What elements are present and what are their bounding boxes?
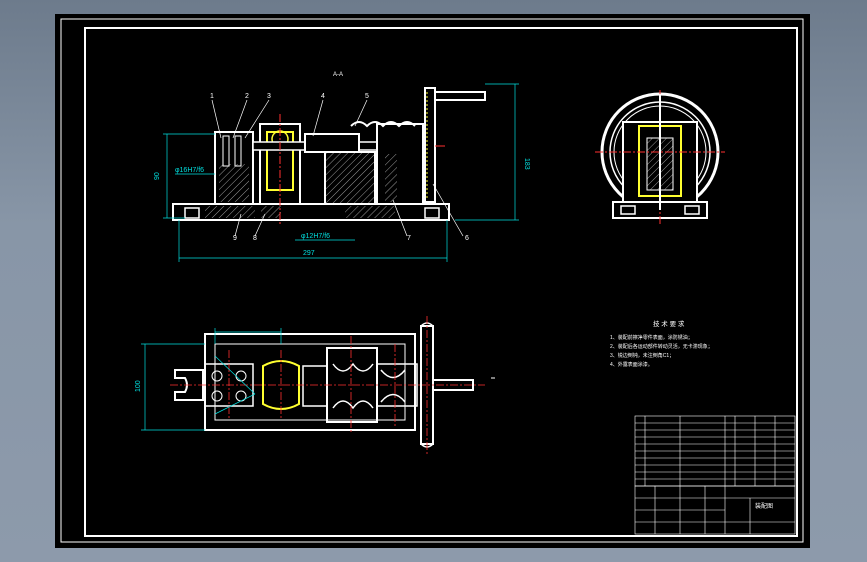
dim-plan-width: 100 xyxy=(135,380,142,392)
section-label: A-A xyxy=(333,72,343,78)
balloon-3: 3 xyxy=(267,93,271,100)
outer-frame xyxy=(60,18,804,543)
drawing-name: 装配图 xyxy=(755,502,773,510)
top-clamp xyxy=(174,369,204,401)
front-dimensions: 90 φ16H7/f6 183 297 φ12H7/f6 xyxy=(154,83,530,262)
technical-requirements: 技 术 要 求 1、装配前擦净零件表面，涂防锈油； 2、装配后各运动部件转动灵活… xyxy=(610,319,713,368)
balloon-9: 9 xyxy=(233,235,237,242)
tech-req-item-2: 2、装配后各运动部件转动灵活，无卡滞现象； xyxy=(610,343,713,350)
dim-length-total: 297 xyxy=(303,250,315,257)
balloon-7: 7 xyxy=(407,235,411,242)
dim-fit-bottom: φ12H7/f6 xyxy=(301,233,330,240)
tech-req-item-3: 3、锐边倒钝，未注倒角C1； xyxy=(610,352,674,359)
crank-handle xyxy=(434,91,486,101)
tech-req-item-1: 1、装配前擦净零件表面，涂防锈油； xyxy=(610,334,693,341)
dim-height-left: 90 xyxy=(154,172,161,180)
top-frame xyxy=(204,333,416,431)
dim-fit-left: φ16H7/f6 xyxy=(175,167,204,174)
top-gear xyxy=(262,360,300,410)
top-dimensions: 100 xyxy=(135,328,282,431)
balloon-8: 8 xyxy=(253,235,257,242)
tech-req-title: 技 术 要 求 xyxy=(653,319,685,328)
balloon-6: 6 xyxy=(465,235,469,242)
balloon-1: 1 xyxy=(210,93,214,100)
dim-height-right: 183 xyxy=(523,158,530,170)
handwheel xyxy=(424,87,436,203)
right-housing xyxy=(324,151,376,205)
part-balloons: 1 2 3 4 5 6 7 8 9 xyxy=(210,93,469,242)
cad-drawing: A-A 1 2 3 4 xyxy=(60,18,804,543)
inner-frame xyxy=(84,27,798,537)
parts-list: 装配图 xyxy=(634,415,796,535)
tech-req-item-4: 4、外露表面涂漆。 xyxy=(610,361,653,368)
front-view: A-A xyxy=(172,72,486,224)
balloon-2: 2 xyxy=(245,93,249,100)
side-view xyxy=(595,90,725,224)
balloon-5: 5 xyxy=(365,93,369,100)
balloon-4: 4 xyxy=(321,93,325,100)
base-hatch xyxy=(205,206,255,218)
top-view xyxy=(170,316,495,454)
drawing-sheet: A-A 1 2 3 4 xyxy=(55,14,810,548)
